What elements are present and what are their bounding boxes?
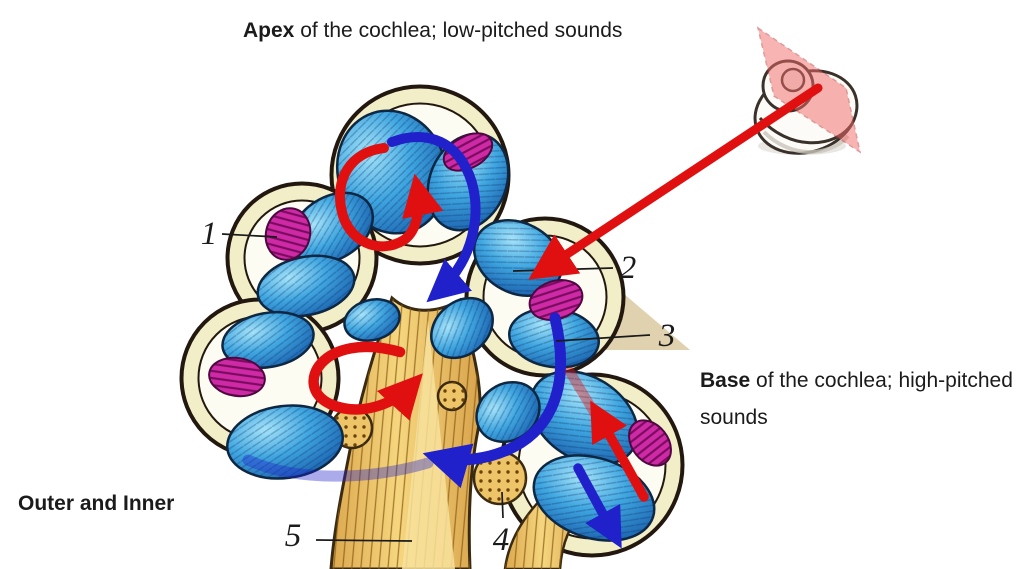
- organ-magenta: [528, 279, 584, 321]
- base-blue-down-arrow: [573, 463, 622, 549]
- base-caption-line2: sounds: [700, 406, 768, 429]
- chamber: [226, 404, 344, 480]
- apex-red-spiral-arrow: [335, 143, 444, 252]
- chamber: [430, 296, 494, 360]
- leader-line-4: [501, 491, 504, 519]
- leader-line-5: [315, 539, 413, 542]
- apex-caption-bold: Apex: [243, 19, 295, 42]
- section-pointer-red-arrow: [528, 83, 823, 280]
- part-labels: 1 2 3 4 5: [201, 216, 676, 558]
- chamber: [256, 254, 356, 318]
- leader-line-3: [555, 334, 651, 342]
- part-label-5: 5: [285, 518, 302, 554]
- middle-blue-sweep-arrow: [422, 312, 567, 489]
- leader-line-1: [221, 233, 278, 238]
- chamber: [221, 310, 315, 370]
- sound-wave-arrows: [242, 132, 649, 549]
- part-label-2: 2: [620, 250, 637, 286]
- chamber: [475, 381, 541, 443]
- middle-blue-sweep-faint: [242, 454, 434, 482]
- base-red-up-arrow: [590, 400, 649, 502]
- organ-magenta: [628, 419, 672, 467]
- base-caption: Base of the cochlea; high-pitched sounds: [700, 362, 1024, 436]
- base-caption-rest: of the cochlea; high-pitched: [750, 369, 1013, 392]
- part-label-1: 1: [201, 216, 218, 252]
- organ-magenta: [264, 207, 312, 261]
- base-caption-bold: Base: [700, 369, 751, 392]
- outer-inner-caption: Outer and Inner: [18, 492, 175, 515]
- apex-blue-return-arrow: [387, 132, 481, 303]
- apex-caption-rest: of the cochlea; low-pitched sounds: [294, 19, 623, 42]
- shell-shading: [762, 130, 850, 154]
- organ-magenta: [442, 132, 494, 172]
- part-label-4: 4: [493, 522, 510, 558]
- middle-red-spiral-arrow: [308, 341, 423, 421]
- chamber: [289, 191, 375, 265]
- part-label-3: 3: [658, 318, 676, 354]
- chamber: [343, 298, 401, 342]
- organ-of-corti-structures: [208, 132, 672, 467]
- organ-magenta: [208, 356, 266, 398]
- apex-caption: Apex of the cochlea; low-pitched sounds: [243, 19, 622, 43]
